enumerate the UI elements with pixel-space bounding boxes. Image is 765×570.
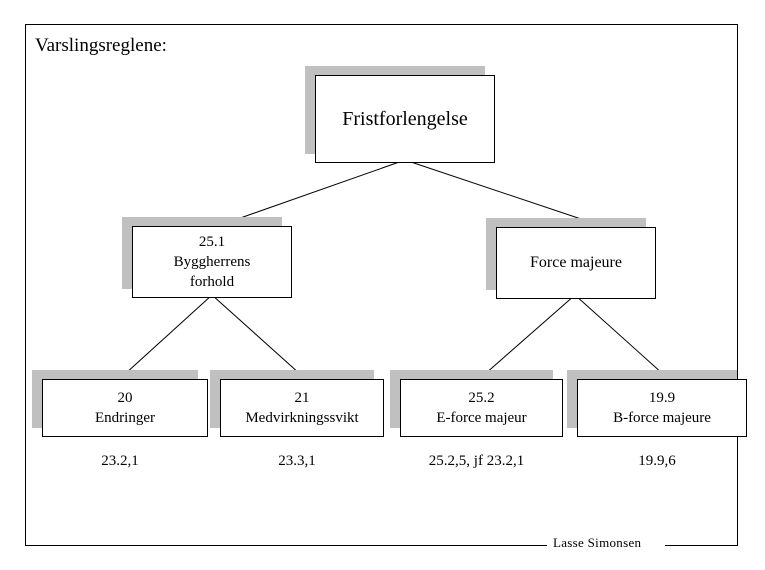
node-face: 20 Endringer — [42, 379, 208, 437]
node-face: Force majeure — [496, 227, 656, 299]
node-endringer[interactable]: 20 Endringer — [32, 370, 208, 437]
node-byggherrens-forhold[interactable]: 25.1 Byggherrens forhold — [122, 217, 292, 298]
frame-border-bottom-left — [25, 545, 547, 546]
node-label-line: Force majeure — [530, 254, 622, 271]
frame-border-left — [25, 24, 26, 546]
node-face: 25.2 E-force majeur — [400, 379, 563, 437]
node-label-line: 25.1 — [198, 234, 226, 250]
signature-label: Lasse Simonsen — [553, 535, 642, 550]
node-force-majeure[interactable]: Force majeure — [486, 218, 656, 299]
frame-border-bottom-right — [665, 545, 738, 546]
node-label-line: E-force majeur — [436, 410, 527, 426]
node-label-line: Medvirkningssvikt — [245, 410, 359, 426]
caption-e-force-majeur: 25.2,5, jf 23.2,1 — [428, 453, 525, 469]
node-face: 21 Medvirkningssvikt — [220, 379, 384, 437]
frame-border-right — [737, 24, 738, 546]
node-label-line: Fristforlengelse — [342, 108, 468, 130]
node-label-line: 21 — [294, 390, 310, 406]
node-b-force-majeure[interactable]: 19.9 B-force majeure — [567, 370, 747, 437]
node-label-line: forhold — [189, 274, 235, 290]
node-label-line: Byggherrens — [173, 254, 251, 270]
node-e-force-majeur[interactable]: 25.2 E-force majeur — [390, 370, 563, 437]
frame-border-top — [25, 24, 738, 25]
page-title: Varslingsreglene: — [35, 35, 167, 56]
node-label-line: 20 — [117, 390, 133, 406]
node-label-line: Endringer — [95, 410, 155, 426]
caption-b-force-majeure: 19.9,6 — [638, 453, 676, 469]
caption-endringer: 23.2,1 — [101, 453, 139, 469]
node-label-line: 19.9 — [648, 390, 676, 406]
node-face: 19.9 B-force majeure — [577, 379, 747, 437]
node-face: 25.1 Byggherrens forhold — [132, 226, 292, 298]
node-label-line: 25.2 — [468, 390, 495, 406]
node-fristforlengelse[interactable]: Fristforlengelse — [305, 66, 495, 163]
node-medvirkningssvikt[interactable]: 21 Medvirkningssvikt — [210, 370, 384, 437]
caption-medvirkningssvikt: 23.3,1 — [278, 453, 316, 469]
node-label-line: B-force majeure — [613, 410, 711, 426]
node-face: Fristforlengelse — [315, 75, 495, 163]
